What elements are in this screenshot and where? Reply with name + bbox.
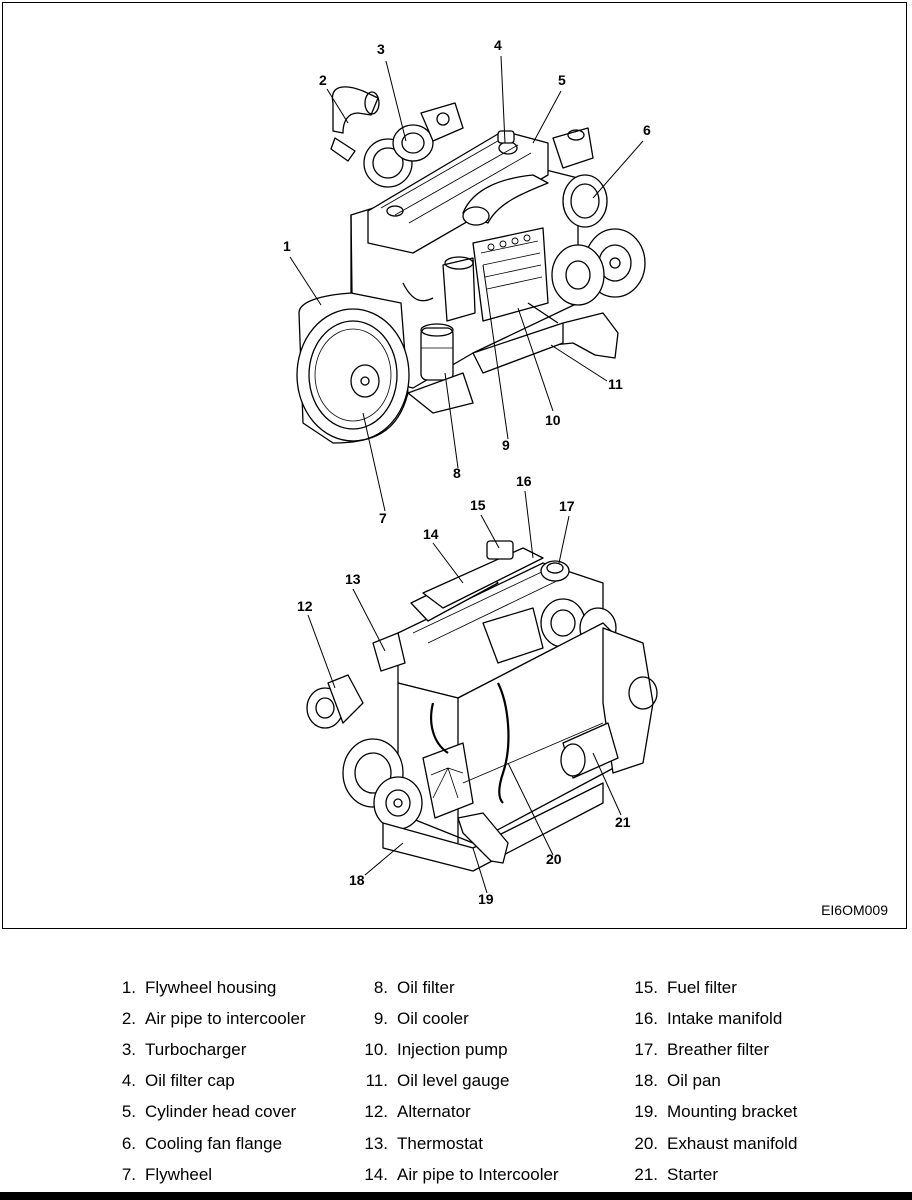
legend-item: 12.Alternator (364, 1102, 471, 1121)
callout-4: 4 (494, 37, 502, 53)
legend-item: 16.Intake manifold (634, 1009, 783, 1028)
legend-item: 17.Breather filter (634, 1040, 770, 1059)
legend-item: 5.Cylinder head cover (121, 1102, 297, 1121)
callout-19: 19 (478, 891, 494, 907)
callout-15: 15 (470, 497, 486, 513)
legend-item: 19.Mounting bracket (634, 1102, 798, 1121)
callout-17: 17 (559, 498, 575, 514)
callout-12: 12 (297, 598, 313, 614)
callout-13: 13 (345, 571, 361, 587)
callout-5: 5 (558, 72, 566, 88)
lower-engine-drawing (306, 540, 658, 872)
leader-lines (289, 55, 644, 894)
callout-1: 1 (283, 238, 291, 254)
page-bottom-rule (0, 1192, 912, 1200)
callout-3: 3 (377, 41, 385, 57)
legend-item: 18.Oil pan (634, 1071, 721, 1090)
callout-2: 2 (319, 72, 327, 88)
callout-14: 14 (423, 526, 439, 542)
callout-8: 8 (453, 465, 461, 481)
legend-item: 6.Cooling fan flange (121, 1134, 283, 1153)
legend-item: 3.Turbocharger (121, 1040, 247, 1059)
callout-20: 20 (546, 851, 562, 867)
callout-11: 11 (608, 376, 623, 392)
legend-item: 9.Oil cooler (373, 1009, 469, 1028)
callout-7: 7 (379, 510, 387, 526)
legend-item: 20.Exhaust manifold (634, 1134, 798, 1153)
legend-item: 1.Flywheel housing (121, 978, 277, 997)
upper-engine-drawing (296, 86, 646, 444)
callout-10: 10 (545, 412, 561, 428)
legend-item: 2.Air pipe to intercooler (121, 1009, 306, 1028)
figure-frame: 1 2 3 4 5 6 7 8 9 10 11 12 13 14 15 16 1… (2, 2, 907, 929)
legend-item: 4.Oil filter cap (121, 1071, 235, 1090)
callout-16: 16 (516, 473, 532, 489)
legend-item: 15.Fuel filter (634, 978, 737, 997)
parts-legend: 1.Flywheel housing 2.Air pipe to interco… (0, 978, 912, 1188)
legend-item: 13.Thermostat (364, 1134, 483, 1153)
legend-item: 11.Oil level gauge (365, 1071, 510, 1090)
figure-code: EI6OM009 (821, 902, 888, 918)
callout-18: 18 (349, 872, 365, 888)
callout-6: 6 (643, 122, 651, 138)
legend-item: 7.Flywheel (121, 1165, 213, 1184)
engine-illustrations (289, 55, 658, 894)
legend-item: 14.Air pipe to Intercooler (364, 1165, 559, 1184)
callout-9: 9 (502, 437, 510, 453)
legend-item: 10.Injection pump (364, 1040, 508, 1059)
legend-item: 21.Starter (634, 1165, 719, 1184)
legend-item: 8.Oil filter (373, 978, 455, 997)
callout-21: 21 (615, 814, 631, 830)
